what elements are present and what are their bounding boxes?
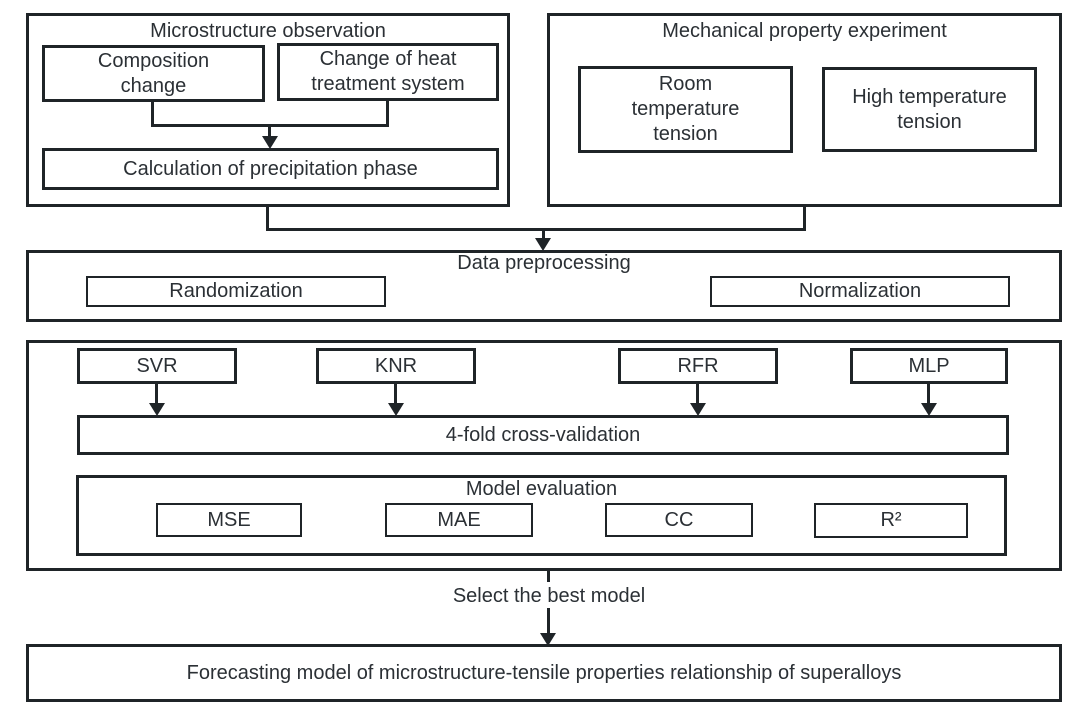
microstructure-observation-title: Microstructure observation [150,20,386,42]
arrowhead-svr [149,403,165,416]
calculation-precipitation-box: Calculation of precipitation phase [42,148,499,190]
randomization-box: Randomization [86,276,386,307]
arrowhead-knr [388,403,404,416]
arrowhead-mlp [921,403,937,416]
connector-microstructure-join [151,124,389,127]
normalization-box: Normalization [710,276,1010,307]
connector-heat-down [386,99,389,127]
algorithm-box-svr: SVR [77,348,237,384]
model-evaluation-title: Model evaluation [465,478,618,500]
metric-box-cc: CC [605,503,753,537]
algorithm-box-knr: KNR [316,348,476,384]
room-temperature-tension-box: Room temperature tension [578,66,793,153]
mechanical-experiment-title: Mechanical property experiment [662,20,947,42]
metric-box-mse: MSE [156,503,302,537]
heat-treatment-box: Change of heat treatment system [277,43,499,101]
cross-validation-box: 4-fold cross-validation [77,415,1009,455]
composition-change-box: Composition change [42,45,265,102]
arrowhead-to-calculation [262,136,278,149]
algorithm-box-mlp: MLP [850,348,1008,384]
arrowhead-to-preprocessing [535,238,551,251]
connector-top-join [266,228,806,231]
connector-knr-down [394,384,397,404]
connector-mlp-down [927,384,930,404]
connector-svr-down [155,384,158,404]
algorithm-box-rfr: RFR [618,348,778,384]
arrowhead-to-forecast [540,633,556,646]
connector-rfr-down [696,384,699,404]
connector-select-down [547,608,550,634]
connector-microstructure-out [266,205,269,231]
high-temperature-tension-box: High temperature tension [822,67,1037,152]
forecasting-model-box: Forecasting model of microstructure-tens… [26,644,1062,702]
metric-box-mae: MAE [385,503,533,537]
connector-composition-down [151,100,154,127]
data-preprocessing-title: Data preprocessing [457,252,631,274]
connector-mechanical-out [803,205,806,231]
select-best-model-label: Select the best model [452,585,646,607]
arrowhead-rfr [690,403,706,416]
metric-box-r2: R² [814,503,968,538]
connector-select-stub [547,569,550,582]
connector-preprocessing-stem [542,231,545,240]
connector-calculation-stem [268,126,271,138]
